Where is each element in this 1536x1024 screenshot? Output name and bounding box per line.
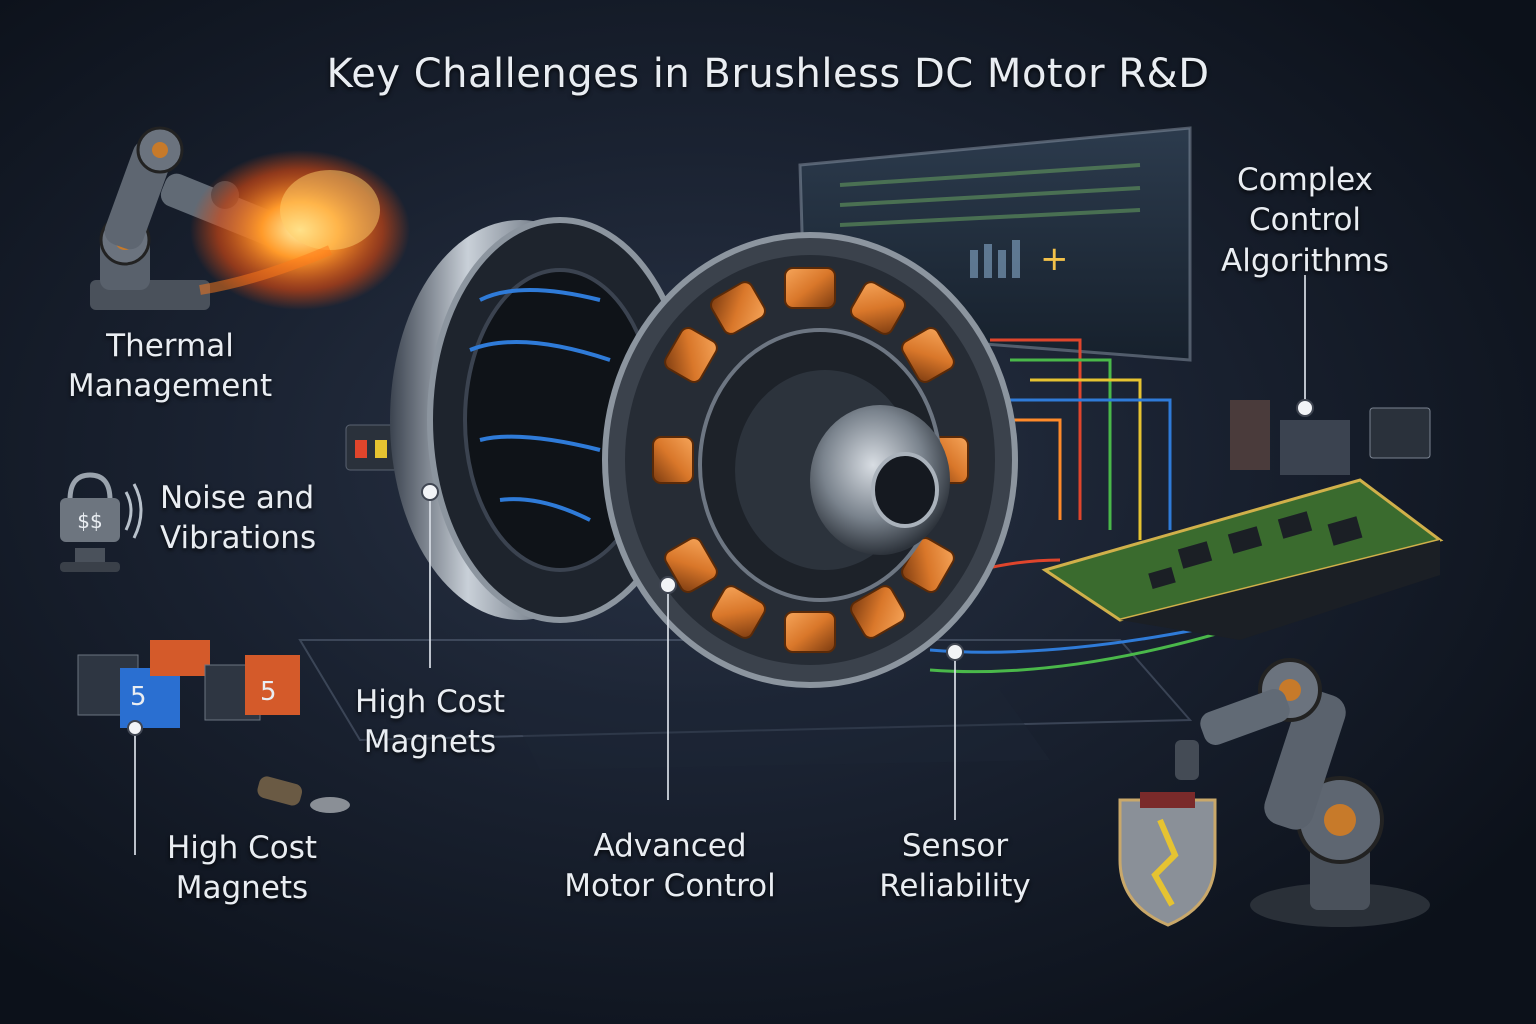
label-thermal-management: Thermal Management — [67, 328, 273, 405]
label-advanced-motor-control: Advanced Motor Control — [564, 828, 776, 905]
copper-coils — [652, 267, 969, 653]
wire-bundle — [929, 338, 1231, 674]
svg-text:5: 5 — [260, 677, 277, 707]
motor-icon — [390, 217, 1018, 688]
battery-icon — [257, 776, 350, 813]
circuit-board-icon — [1041, 478, 1444, 640]
electronic-components-icon — [1230, 400, 1431, 475]
callout-dots — [127, 399, 1314, 736]
svg-text:5: 5 — [130, 682, 147, 712]
robot-arm-icon — [1175, 658, 1430, 927]
label-sensor-reliability: Sensor Reliability — [879, 828, 1031, 905]
svg-text:$$: $$ — [77, 509, 102, 533]
svg-text:+: + — [1040, 239, 1069, 279]
fire-effect — [190, 150, 410, 310]
label-high-cost-magnets-center: High Cost Magnets — [354, 684, 506, 761]
magnet-blocks-icon: 5 5 — [77, 640, 300, 728]
label-complex-control-algorithms: Complex Control Algorithms — [1221, 162, 1389, 279]
page-title: Key Challenges in Brushless DC Motor R&D — [326, 51, 1210, 97]
label-noise-vibrations: Noise and Vibrations — [160, 480, 317, 557]
dollar-lock-icon: $$ — [60, 472, 143, 572]
callout-lines — [134, 275, 1306, 855]
shield-icon — [1118, 792, 1217, 927]
label-high-cost-magnets-left: High Cost Magnets — [166, 830, 318, 907]
